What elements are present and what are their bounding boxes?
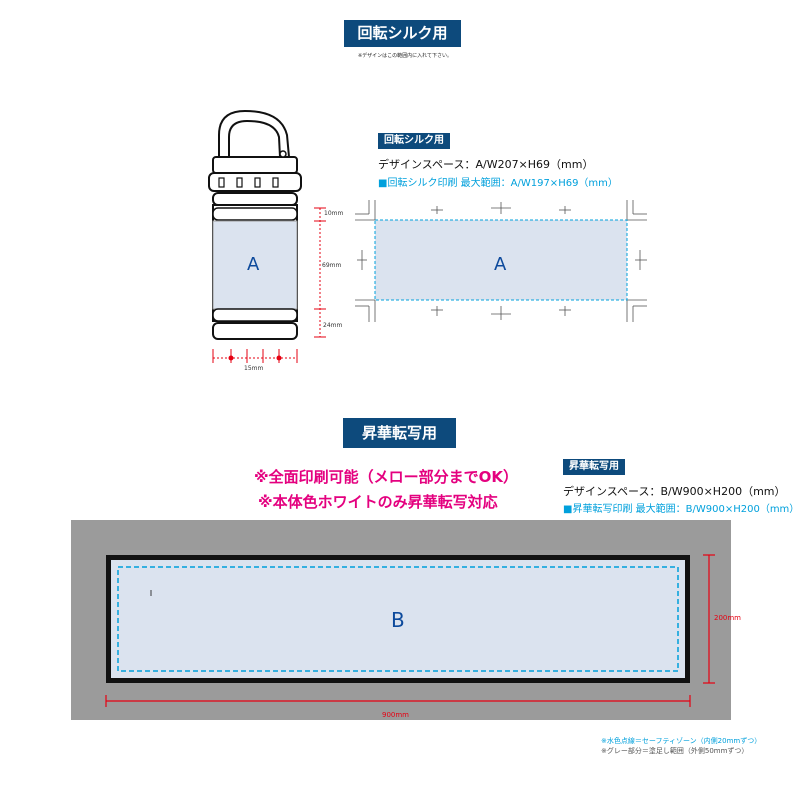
sublimation-area-label: B	[391, 608, 405, 632]
sublimation-design-space: デザインスペース：B/W900×H200（mm）	[563, 485, 786, 498]
sublimation-notice-2: ※本体色ホワイトのみ昇華転写対応	[258, 493, 498, 511]
dim-bottom: 24mm	[323, 322, 343, 329]
sublimation-notice-1: ※全面印刷可能（メロー部分までOK）	[254, 468, 518, 486]
bottle-diagram	[208, 109, 326, 363]
sublimation-max-range: ■昇華転写印刷 最大範囲：B/W900×H200（mm）	[563, 504, 800, 515]
silk-max-range: ■回転シルク印刷 最大範囲：A/W197×H69（mm）	[378, 178, 618, 189]
bottle-cap	[212, 156, 298, 174]
silk-print-area	[212, 220, 298, 310]
legend-bleed: ※グレー部分＝塗足し範囲（外側50mmずつ）	[601, 747, 749, 755]
silk-flat-area	[355, 200, 647, 322]
bottle-handle	[218, 109, 290, 158]
silk-note: ※デザインはこの範囲内に入れて下さい。	[357, 53, 453, 59]
silk-flat-print-area	[374, 219, 628, 301]
bottle-area-label: A	[247, 254, 260, 275]
sublimation-badge: 昇華転写用	[563, 459, 625, 475]
sublimation-print-area	[111, 560, 685, 678]
silk-design-space: デザインスペース：A/W207×H69（mm）	[378, 158, 594, 171]
width-dimension-label: 900mm	[382, 711, 409, 719]
legend-safety-zone: ※水色点線＝セーフティゾーン（内側20mmずつ）	[601, 737, 762, 745]
safety-zone-line	[117, 566, 679, 672]
height-dimension-label: 200mm	[714, 614, 741, 622]
dim-top: 10mm	[324, 210, 344, 217]
silk-badge: 回転シルク用	[378, 133, 450, 149]
sublimation-area	[71, 520, 731, 720]
sublimation-header: 昇華転写用	[343, 418, 456, 448]
silk-header: 回転シルク用	[344, 20, 461, 47]
silk-flat-area-label: A	[494, 254, 507, 275]
dim-middle: 69mm	[322, 262, 342, 269]
dim-width: 15mm	[244, 365, 264, 372]
